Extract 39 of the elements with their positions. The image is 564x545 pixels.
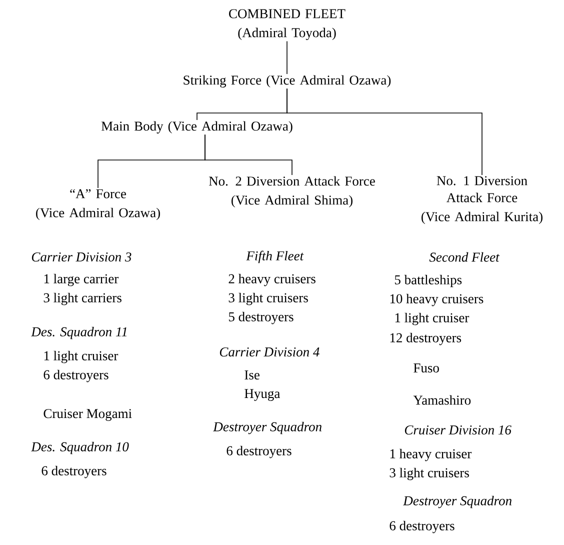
unit-item: 2 heavy cruisers (228, 274, 316, 286)
unit-heading: Fifth Fleet (246, 250, 304, 264)
command-label: COMBINED FLEET (Admiral Toyoda) (229, 9, 346, 40)
unit-heading: Destroyer Squadron (403, 496, 512, 508)
command-label: Striking Force (Vice Admiral Ozawa) (184, 75, 391, 88)
unit-item: Fuso (414, 364, 439, 372)
unit-item: 6 destroyers (42, 466, 106, 478)
unit-heading: Cruiser Division 16 (404, 425, 512, 435)
unit-heading: Des. Squadron 11 (31, 326, 126, 340)
unit-item: 3 light cruisers (390, 468, 469, 480)
command-label: No. 1 Diversion Attack Force (Vice Admiral Kurita) (422, 176, 542, 224)
unit-heading: Carrier Division 4 (220, 347, 320, 357)
unit-item: 5 battleships (395, 274, 462, 288)
unit-item: Ise (244, 370, 260, 380)
unit-heading: Destroyer Squadron (213, 422, 322, 434)
unit-item: Cruiser Mogami (44, 409, 132, 421)
unit-item: 1 large carrier (44, 274, 119, 286)
unit-item: 3 light cruisers (228, 292, 308, 306)
connector-line (204, 134, 292, 176)
unit-item: 6 destroyers (226, 446, 292, 458)
connector-line (286, 40, 288, 74)
unit-item: 3 light carriers (44, 292, 122, 306)
command-label: No. 2 Diversion Attack Force (Vice Admiral Shima) (208, 176, 375, 208)
unit-heading: Carrier Division 3 (32, 252, 132, 262)
unit-item: 5 destroyers (229, 312, 294, 324)
unit-item: 1 heavy cruiser (390, 448, 472, 462)
unit-heading: Second Fleet (429, 252, 500, 262)
unit-item: Yamashiro (413, 395, 471, 405)
unit-item: 1 light cruiser (395, 312, 470, 326)
unit-item: 10 heavy cruisers (390, 294, 484, 306)
unit-item: 6 destroyers (44, 370, 108, 382)
unit-heading: Des. Squadron 10 (31, 442, 129, 454)
unit-item: Hyuga (244, 389, 280, 401)
connector-line (286, 88, 482, 176)
command-label: “A” Force (Vice Admiral Ozawa) (36, 189, 160, 220)
unit-item: 6 destroyers (390, 520, 454, 534)
unit-item: 12 destroyers (390, 332, 462, 346)
unit-item: 1 light cruiser (44, 350, 118, 364)
command-label: Main Body (Vice Admiral Ozawa) (101, 121, 292, 134)
